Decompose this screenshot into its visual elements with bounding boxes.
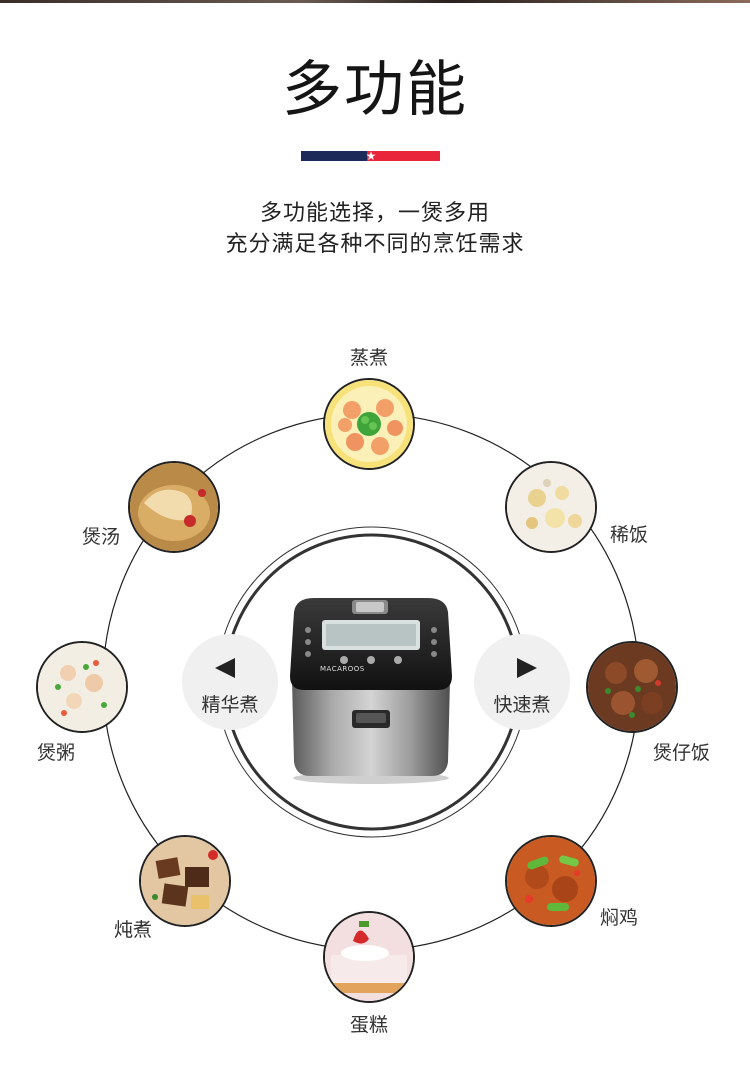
stew-image[interactable]: [139, 835, 231, 927]
flag-divider: ★: [301, 149, 440, 163]
function-label-steam: 蒸煮: [350, 347, 389, 369]
congee-image[interactable]: [36, 641, 128, 733]
soup-image[interactable]: [128, 461, 220, 553]
flag-red-segment: [367, 151, 440, 161]
function-label-claypot-rice: 煲仔饭: [653, 742, 711, 764]
arrow-left-icon: [215, 658, 235, 678]
subtitle-line-1: 多功能选择，一煲多用: [259, 201, 490, 226]
function-label-braised-chicken: 焖鸡: [600, 907, 639, 929]
cake-image[interactable]: [323, 911, 415, 1003]
braised-chicken-image[interactable]: [505, 835, 597, 927]
brand-label: MACAROOS: [320, 665, 365, 673]
function-label-cake: 蛋糕: [350, 1014, 389, 1036]
prev-button[interactable]: 精华煮: [182, 634, 278, 730]
function-label-porridge: 稀饭: [610, 524, 649, 546]
rice-cooker-image: MACAROOS: [282, 594, 460, 790]
subtitle-line-2: 充分满足各种不同的烹饪需求: [225, 232, 525, 257]
page-title: 多功能: [282, 55, 468, 125]
function-label-congee: 煲粥: [37, 742, 76, 764]
right-mode-label: 快速煮: [493, 694, 551, 716]
function-label-soup: 煲汤: [82, 526, 121, 548]
left-mode-label: 精华煮: [201, 694, 259, 716]
steamed-shrimp-image[interactable]: [323, 378, 415, 470]
top-decorative-strip: [0, 0, 750, 3]
rice-porridge-image[interactable]: [505, 461, 597, 553]
star-icon: ★: [365, 149, 377, 163]
function-label-stew: 炖煮: [114, 919, 153, 941]
next-button[interactable]: 快速煮: [474, 634, 570, 730]
flag-blue-segment: [301, 151, 367, 161]
arrow-right-icon: [517, 658, 537, 678]
claypot-rice-image[interactable]: [586, 641, 678, 733]
